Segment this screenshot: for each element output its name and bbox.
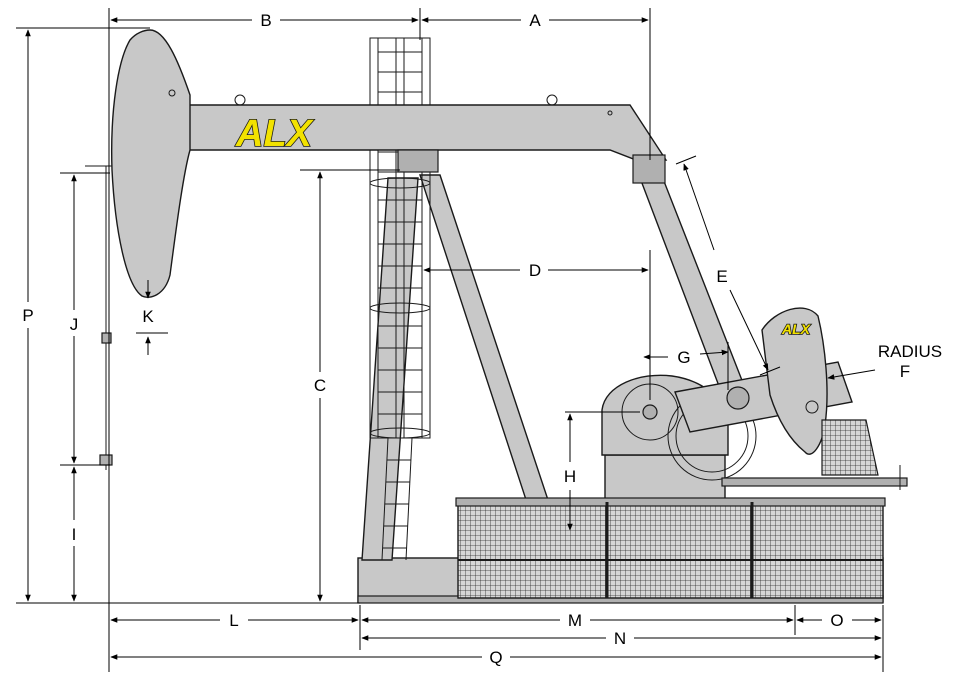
label-I: I [72, 525, 77, 544]
safety-guard [455, 497, 886, 599]
motor-guard [821, 419, 879, 476]
label-C: C [314, 376, 326, 395]
horsehead [111, 29, 191, 298]
dimension-labels: A B C D E G H I J K L M N O P Q RADIUS F [22, 11, 942, 667]
label-M: M [568, 611, 582, 630]
label-L: L [229, 611, 238, 630]
label-B: B [260, 11, 271, 30]
label-D: D [529, 261, 541, 280]
pitman-arm [636, 165, 746, 395]
beam-logo: ALX [235, 113, 315, 155]
label-radius: RADIUS [878, 342, 942, 361]
label-J: J [70, 315, 79, 334]
label-H: H [564, 467, 576, 486]
pumpjack-structure: ALX ALX [85, 29, 908, 604]
samson-post-rear-leg [419, 174, 553, 513]
label-F: F [900, 362, 910, 381]
label-Q: Q [489, 648, 502, 667]
dimension-lines [16, 8, 884, 672]
label-G: G [677, 348, 690, 367]
label-E: E [716, 267, 727, 286]
label-N: N [614, 629, 626, 648]
label-O: O [830, 611, 843, 630]
label-P: P [22, 306, 33, 325]
label-A: A [529, 11, 541, 30]
counterweight-logo: ALX [781, 321, 812, 337]
label-K: K [142, 307, 154, 326]
